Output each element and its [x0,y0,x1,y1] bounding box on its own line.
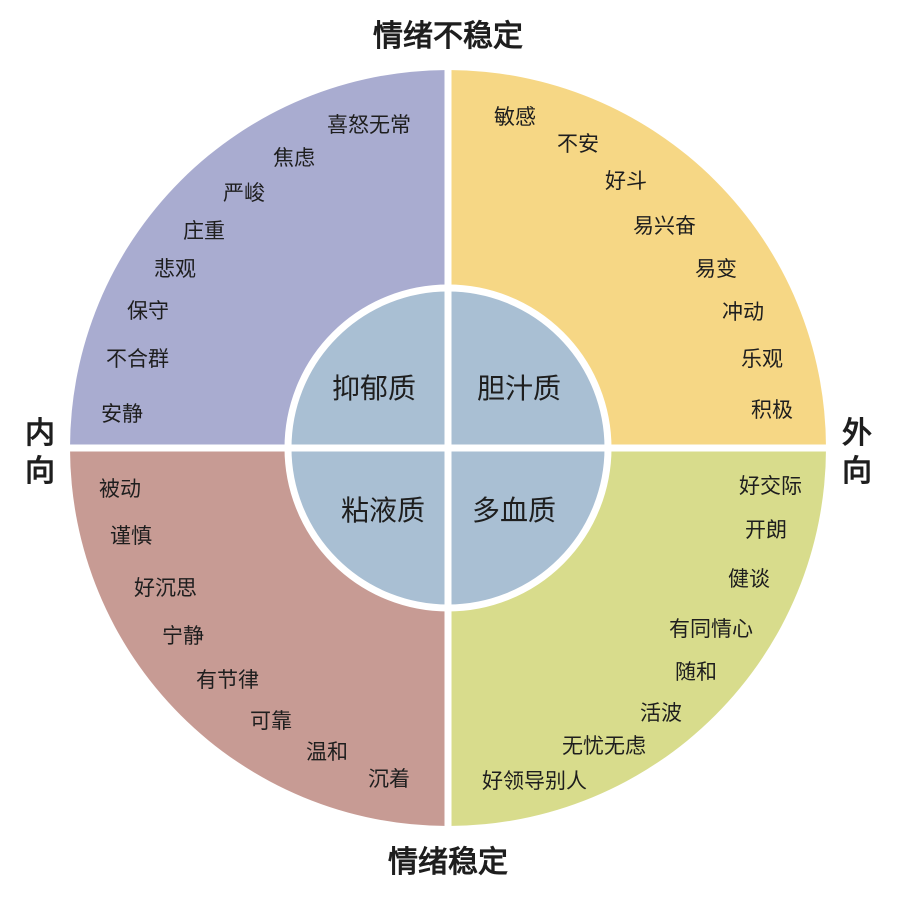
trait-choleric: 积极 [751,398,793,422]
trait-phlegmatic: 谨慎 [110,524,152,548]
axis-label-top: 情绪不稳定 [373,19,523,54]
trait-choleric: 敏感 [494,105,536,129]
trait-sanguine: 无忧无虑 [562,734,646,758]
trait-choleric: 冲动 [722,300,764,324]
trait-melancholic: 庄重 [183,219,225,243]
trait-choleric: 乐观 [741,347,783,371]
trait-phlegmatic: 温和 [306,740,348,764]
axis-label-left: 内向 [25,416,55,489]
trait-sanguine: 活波 [640,701,682,725]
trait-melancholic: 严峻 [223,181,265,205]
trait-choleric: 易兴奋 [633,214,696,238]
type-label-phlegmatic: 粘液质 [341,494,425,527]
trait-phlegmatic: 宁静 [162,624,204,648]
trait-sanguine: 健谈 [728,567,770,591]
trait-phlegmatic: 好沉思 [134,576,197,600]
trait-phlegmatic: 有节律 [196,668,259,692]
trait-phlegmatic: 被动 [99,477,141,501]
trait-sanguine: 有同情心 [669,617,753,641]
trait-melancholic: 喜怒无常 [327,113,411,137]
trait-choleric: 好斗 [605,169,647,193]
trait-sanguine: 好领导别人 [482,769,587,793]
axis-label-bottom: 情绪稳定 [388,845,508,880]
trait-melancholic: 焦虑 [273,146,315,170]
trait-choleric: 不安 [557,132,599,156]
trait-sanguine: 随和 [675,660,717,684]
type-label-choleric: 胆汁质 [477,372,561,405]
trait-phlegmatic: 可靠 [250,709,292,733]
trait-melancholic: 不合群 [106,347,169,371]
trait-choleric: 易变 [695,257,737,281]
trait-phlegmatic: 沉着 [368,767,410,791]
axis-label-right: 外向 [842,416,872,489]
trait-melancholic: 悲观 [154,257,196,281]
trait-sanguine: 开朗 [745,518,787,542]
type-label-melancholic: 抑郁质 [332,372,416,405]
trait-sanguine: 好交际 [739,474,802,498]
type-label-sanguine: 多血质 [472,494,556,527]
trait-melancholic: 保守 [127,299,169,323]
trait-melancholic: 安静 [101,402,143,426]
